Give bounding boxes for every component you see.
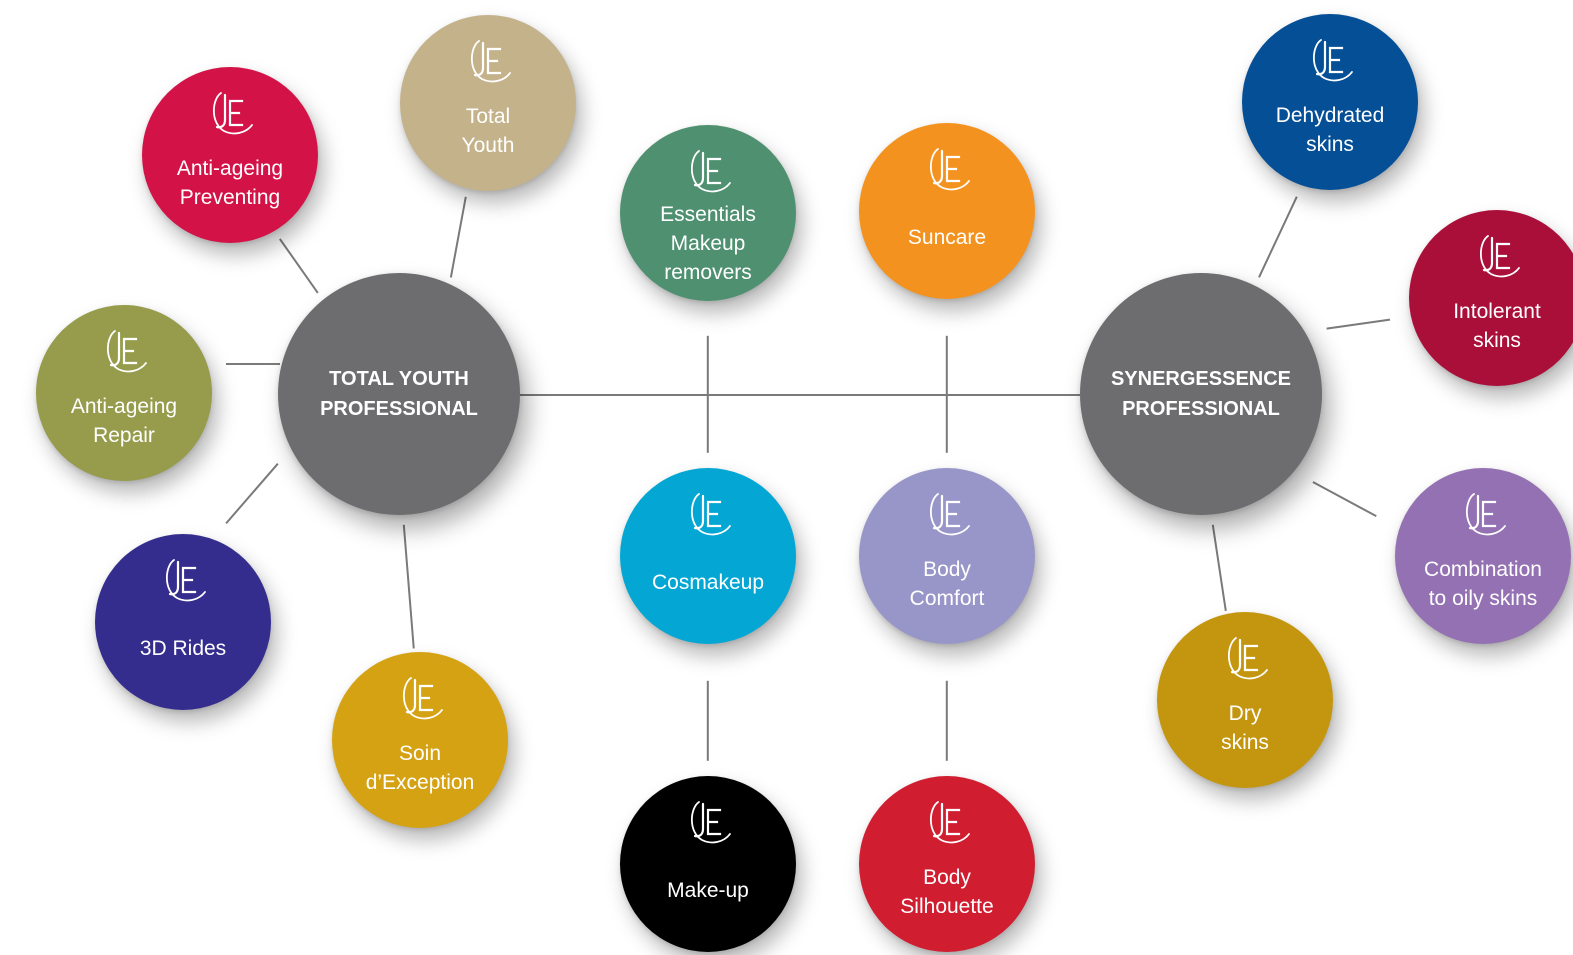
je-logo-icon [1219, 634, 1271, 682]
connector-anti-ageing-repair [226, 363, 280, 365]
je-logo-icon [921, 490, 973, 538]
je-logo-icon [1304, 36, 1356, 84]
je-logo-icon [682, 798, 734, 846]
hub-label: SYNERGESSENCE PROFESSIONAL [1110, 368, 1292, 420]
je-logo-icon [394, 674, 446, 722]
je-logo-icon [1457, 490, 1509, 538]
category-body-silhouette[interactable]: Body Silhouette [859, 776, 1035, 952]
category-combination-to-oily-skins[interactable]: Combination to oily skins [1395, 468, 1571, 644]
category-3d-rides[interactable]: 3D Rides [95, 534, 271, 710]
connector-body-comfort-silhouette [946, 680, 948, 761]
category-label: Make-up [667, 878, 749, 902]
category-cosmakeup[interactable]: Cosmakeup [620, 468, 796, 644]
je-logo-icon [921, 798, 973, 846]
category-label: Body Comfort [909, 558, 985, 610]
connector-anti-ageing-preventing [279, 238, 319, 294]
je-logo-icon [921, 145, 973, 193]
category-label: Essentials Makeup removers [660, 202, 756, 284]
category-body-comfort[interactable]: Body Comfort [859, 468, 1035, 644]
category-label: Total Youth [461, 105, 515, 157]
category-intolerant-skins[interactable]: Intolerant skins [1409, 210, 1573, 386]
category-soin-dexception[interactable]: Soin d’Exception [332, 652, 508, 828]
connector-combination-oily [1312, 481, 1377, 517]
category-label: Anti-ageing Preventing [176, 157, 284, 209]
hub-synergessence-professional[interactable]: SYNERGESSENCE PROFESSIONAL [1080, 273, 1322, 515]
category-label: Anti-ageing Repair [70, 395, 178, 447]
category-label: Body Silhouette [900, 866, 994, 918]
category-label: Cosmakeup [651, 570, 765, 594]
hub-label: TOTAL YOUTH PROFESSIONAL [320, 368, 478, 420]
connector-soin-dexception [403, 524, 415, 649]
connector-dry-skins [1212, 524, 1227, 611]
je-logo-icon [204, 89, 256, 137]
connector-cosmakeup-make-up [707, 680, 709, 761]
category-label: Dehydrated skins [1275, 104, 1385, 156]
category-label: 3D Rides [139, 636, 227, 660]
connector-total-youth [450, 196, 467, 278]
je-logo-icon [1471, 232, 1523, 280]
je-logo-icon [157, 556, 209, 604]
category-suncare[interactable]: Suncare [859, 123, 1035, 299]
connector-hub-to-hub [520, 394, 1080, 396]
connector-3d-rides [225, 463, 279, 525]
category-anti-ageing-repair[interactable]: Anti-ageing Repair [36, 305, 212, 481]
category-label: Soin d’Exception [365, 742, 475, 794]
category-dehydrated-skins[interactable]: Dehydrated skins [1242, 14, 1418, 190]
je-logo-icon [462, 37, 514, 85]
je-logo-icon [682, 147, 734, 195]
category-label: Combination to oily skins [1424, 558, 1542, 610]
connector-dehydrated-skins [1258, 196, 1298, 279]
je-logo-icon [98, 327, 150, 375]
category-label: Intolerant skins [1453, 300, 1541, 352]
category-label: Suncare [907, 225, 987, 249]
connector-essentials-cosmakeup [707, 335, 709, 453]
connector-suncare-body-comfort [946, 335, 948, 453]
category-essentials-makeup-removers[interactable]: Essentials Makeup removers [620, 125, 796, 301]
je-logo-icon [682, 490, 734, 538]
category-dry-skins[interactable]: Dry skins [1157, 612, 1333, 788]
category-label: Dry skins [1221, 702, 1269, 754]
connector-intolerant-skins [1326, 319, 1391, 330]
category-total-youth[interactable]: Total Youth [400, 15, 576, 191]
hub-total-youth-professional[interactable]: TOTAL YOUTH PROFESSIONAL [278, 273, 520, 515]
category-make-up[interactable]: Make-up [620, 776, 796, 952]
category-anti-ageing-preventing[interactable]: Anti-ageing Preventing [142, 67, 318, 243]
